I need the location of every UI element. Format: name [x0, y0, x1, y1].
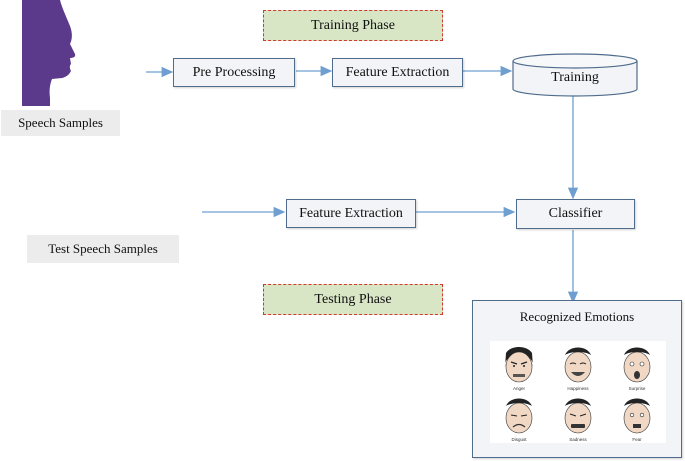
training-phase-label: Training Phase	[263, 10, 443, 41]
emotion-label-sadness: Sadness	[569, 437, 587, 442]
test-speech-samples-caption: Test Speech Samples	[27, 235, 179, 263]
happiness-face-icon: Happiness	[549, 341, 607, 392]
training-database-shape	[512, 53, 638, 97]
recognized-emotions-panel: Recognized Emotions Anger Happiness	[472, 300, 682, 458]
surprise-face-icon: Surprise	[608, 341, 666, 392]
disgust-face-icon: Disgust	[490, 392, 548, 443]
emotion-label-surprise: Surprise	[628, 386, 646, 391]
training-node-label: Training	[551, 70, 599, 85]
speaker-head-icon	[22, 0, 76, 106]
pre-processing-node: Pre Processing	[173, 58, 295, 87]
emotion-label-happiness: Happiness	[567, 386, 589, 391]
emotion-label-fear: Fear	[632, 437, 642, 442]
testing-phase-label: Testing Phase	[263, 284, 443, 315]
recognized-emotions-title: Recognized Emotions	[519, 309, 635, 324]
feature-extraction-train-node: Feature Extraction	[332, 58, 463, 87]
classifier-node: Classifier	[516, 199, 635, 229]
anger-face-icon: Anger	[490, 341, 548, 392]
sadness-face-icon: Sadness	[549, 392, 607, 443]
test-waveform-icon	[33, 184, 183, 216]
training-waveform-icon	[67, 54, 134, 91]
fear-face-icon: Fear	[608, 392, 666, 443]
emotion-label-anger: Anger	[512, 386, 525, 391]
speech-samples-caption: Speech Samples	[1, 110, 120, 136]
emotion-label-disgust: Disgust	[511, 437, 527, 442]
feature-extraction-test-node: Feature Extraction	[286, 199, 416, 228]
emotion-faces-grid: Anger Happiness Surprise	[490, 341, 666, 443]
